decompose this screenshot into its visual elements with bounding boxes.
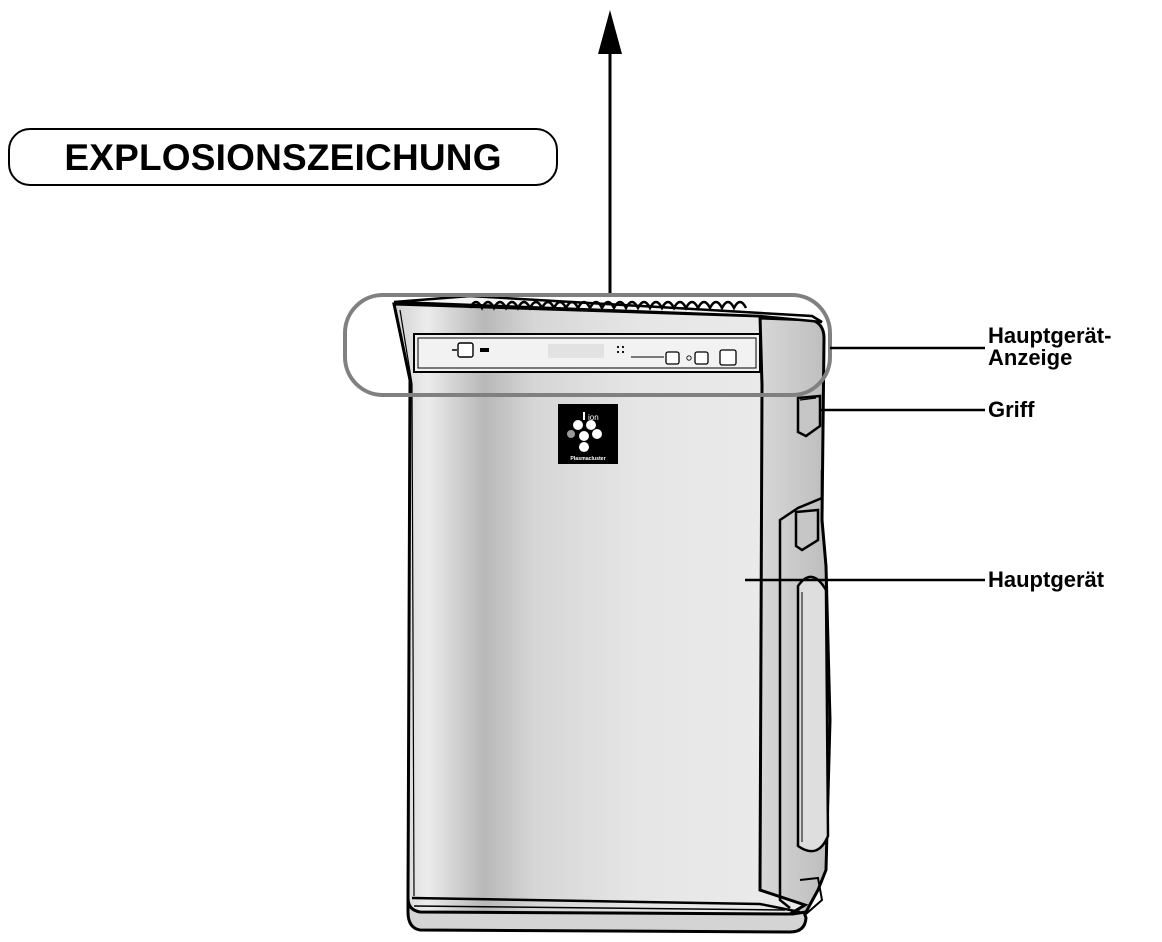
display-highlight-ring (343, 293, 832, 397)
callout-main-unit-display: Hauptgerät- Anzeige (988, 325, 1111, 369)
callout-main-unit-display-line1: Hauptgerät- (988, 323, 1112, 348)
main-unit-drawing (392, 294, 832, 934)
logo-brand-text: Plasmacluster (570, 456, 605, 462)
logo-ion-text: ion (588, 413, 599, 422)
upward-arrow (598, 10, 622, 296)
callout-handle: Griff (988, 397, 1035, 422)
leader-lines (745, 346, 985, 582)
callout-main-unit-display-line2: Anzeige (988, 345, 1073, 370)
plasmacluster-logo: ion Plasmacluster (558, 404, 618, 464)
callout-main-unit: Hauptgerät (988, 567, 1105, 592)
page-title: EXPLOSIONSZEICHUNG (64, 136, 502, 178)
title-box: EXPLOSIONSZEICHUNG (8, 128, 558, 186)
